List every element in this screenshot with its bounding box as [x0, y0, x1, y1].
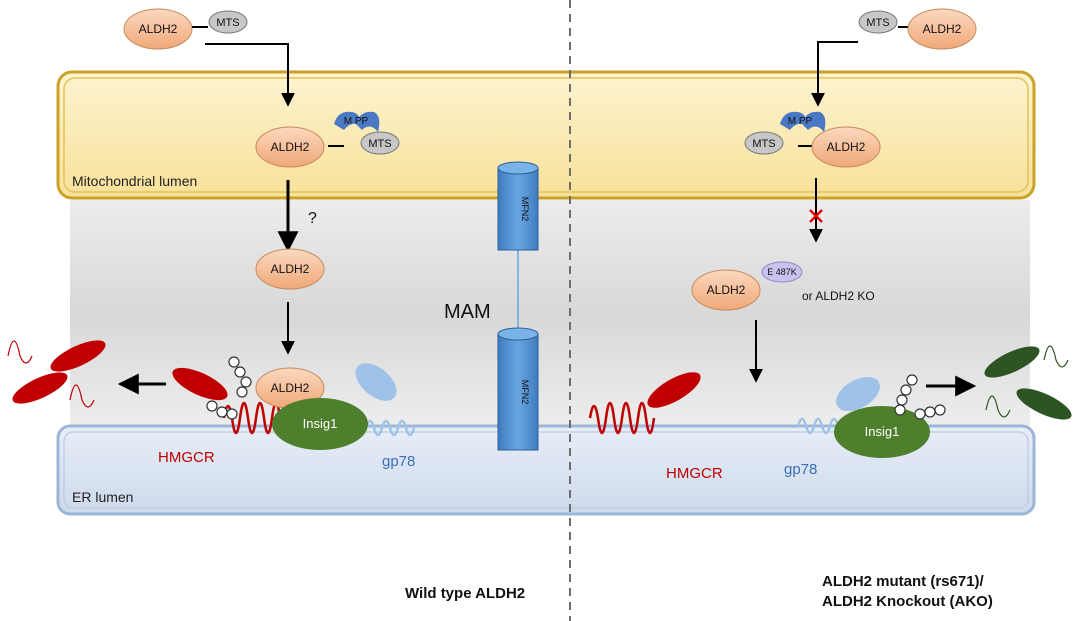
caption-wild-type: Wild type ALDH2	[405, 585, 525, 602]
aldh2-cytosol-left	[123, 8, 193, 50]
mam-label: MAM	[444, 301, 491, 323]
degraded-hmgcr-left	[7, 340, 106, 408]
caption-mutant-line2: ALDH2 Knockout (AKO)	[822, 593, 993, 610]
aldh2-mito-left-label: ALDH2	[271, 140, 310, 154]
mpp-left-label: M PP	[344, 116, 369, 127]
aldh2-mutant	[691, 269, 761, 311]
caption-mutant-line1: ALDH2 mutant (rs671)/	[822, 573, 985, 590]
gp78-right-label: gp78	[784, 461, 817, 478]
mfn2-mito: MFN2	[497, 161, 539, 251]
mts-cytosol-right-label: MTS	[866, 17, 889, 29]
aldh2-mito-right	[811, 126, 881, 168]
gp78-left	[355, 363, 416, 437]
mito-lumen-label: Mitochondrial lumen	[72, 173, 197, 189]
aldh2-mito-right-label: ALDH2	[827, 140, 866, 154]
mitochondrion	[56, 70, 1036, 200]
mutation-badge	[761, 261, 803, 283]
mfn2-tether: MFN2 MFN2	[497, 161, 539, 451]
degraded-hmgcr-right	[984, 345, 1072, 420]
aldh2-er-left-label: ALDH2	[271, 381, 310, 395]
mts-mito-left	[360, 131, 400, 155]
aldh2-cytosol-left-label: ALDH2	[139, 22, 178, 36]
block-x-icon	[809, 209, 823, 223]
aldh2-mito-left	[255, 126, 325, 168]
aldh2-mam-left	[255, 248, 325, 290]
mts-cytosol-left	[208, 10, 248, 34]
hmgcr-left-label: HMGCR	[158, 449, 215, 466]
mfn2-label-bottom: MFN2	[520, 380, 530, 405]
insig1-left	[272, 398, 368, 450]
mfn2-er: MFN2	[497, 327, 539, 451]
ubiquitin-chain-left	[206, 356, 252, 420]
hmgcr-right	[588, 372, 701, 435]
gp78-left-label: gp78	[382, 453, 415, 470]
mts-cytosol-right	[858, 10, 898, 34]
question-mark: ?	[308, 210, 317, 227]
er-lumen-label: ER lumen	[72, 489, 133, 505]
mpp-right: M PP	[780, 111, 826, 132]
mfn2-label-top: MFN2	[520, 197, 530, 222]
mts-cytosol-left-label: MTS	[216, 17, 239, 29]
aldh2-cytosol-right	[907, 8, 977, 50]
insig1-right-label: Insig1	[865, 424, 900, 439]
ubiquitin-chain-right	[894, 374, 946, 420]
import-arrow-right	[811, 41, 858, 107]
mpp-left: M PP	[334, 111, 380, 132]
aldh2-ko-label: or ALDH2 KO	[802, 289, 875, 303]
hmgcr-right-label: HMGCR	[666, 465, 723, 482]
mutation-label: E 487K	[767, 267, 797, 277]
aldh2-mutant-label: ALDH2	[707, 283, 746, 297]
insig1-right	[834, 406, 930, 458]
import-arrow-left	[205, 43, 295, 107]
aldh2-mam-left-label: ALDH2	[271, 262, 310, 276]
aldh2-cytosol-right-label: ALDH2	[923, 22, 962, 36]
mpp-right-label: M PP	[788, 116, 813, 127]
mts-mito-right	[744, 131, 784, 155]
mts-mito-right-label: MTS	[752, 138, 775, 150]
mts-mito-left-label: MTS	[368, 138, 391, 150]
insig1-left-label: Insig1	[303, 416, 338, 431]
